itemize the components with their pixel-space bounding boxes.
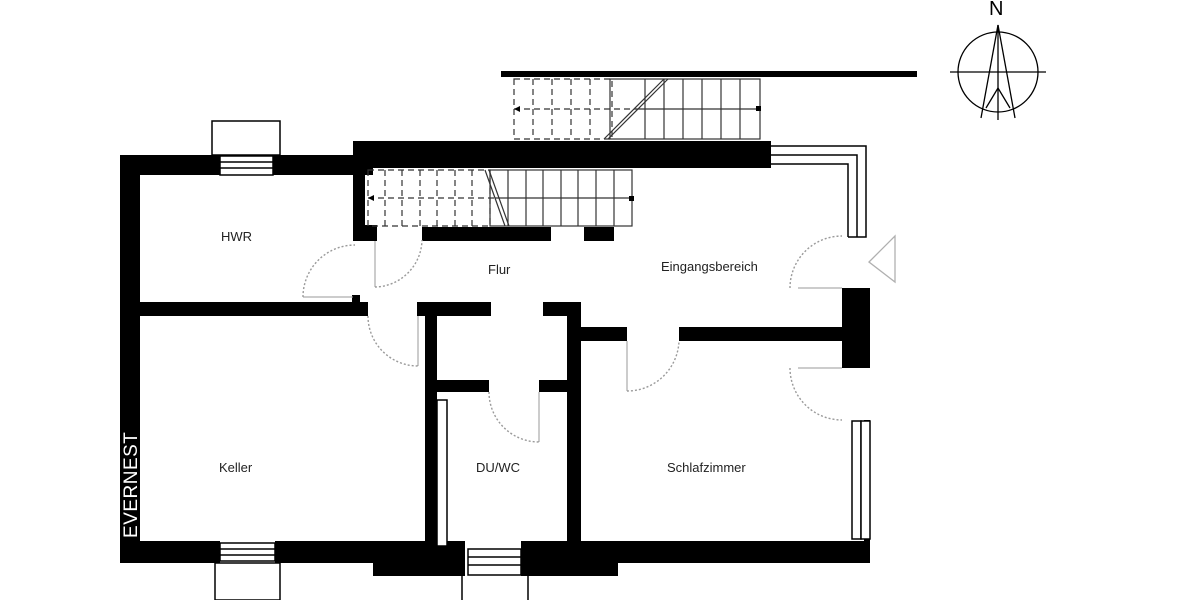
- shower-partition: [436, 399, 448, 547]
- brand-watermark: EVERNEST: [121, 432, 142, 538]
- exterior-stair: [501, 71, 917, 140]
- room-label-flur: Flur: [488, 262, 511, 277]
- doors: [302, 235, 843, 443]
- hwr-window-bay: [211, 120, 281, 156]
- room-label-schlafzimmer: Schlafzimmer: [667, 460, 746, 475]
- room-label-eingangsbereich: Eingangsbereich: [661, 259, 758, 274]
- room-label-du-wc: DU/WC: [476, 460, 520, 475]
- entrance-marker-icon: [868, 234, 896, 284]
- room-label-keller: Keller: [219, 460, 253, 475]
- windows: [211, 120, 871, 600]
- north-arrow-icon: N: [950, 0, 1046, 120]
- interior-stair: [367, 169, 634, 227]
- walls: [120, 141, 870, 576]
- room-label-hwr: HWR: [221, 229, 252, 244]
- north-label: N: [989, 0, 1003, 20]
